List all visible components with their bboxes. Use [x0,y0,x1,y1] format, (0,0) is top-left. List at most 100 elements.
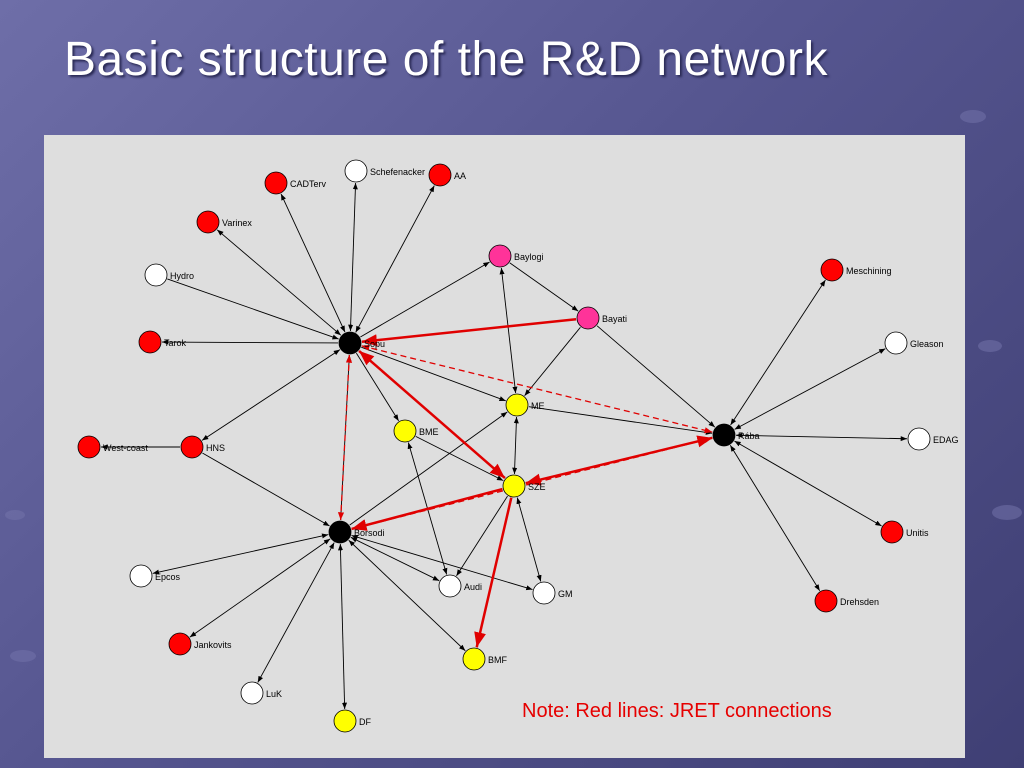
node-jankovits: Jankovits [168,632,232,656]
node-westcoast: West-coast [77,435,148,459]
node-jankovits-circle [168,632,192,656]
node-sze-label: SZE [528,482,546,492]
node-aa-label: AA [454,171,466,181]
node-aa-circle [428,163,452,187]
node-hydro: Hydro [144,263,194,287]
node-edag-circle [907,427,931,451]
node-gleason-circle [884,331,908,355]
jret-note: Note: Red lines: JRET connections [522,700,832,722]
node-baylogi-circle [488,244,512,268]
node-varinex: Varinex [196,210,252,234]
edge-bme-sze [415,436,504,481]
node-cadterv: CADTerv [264,171,327,195]
edge-sopu-borsodi [337,354,353,521]
edge-sopu-hns [201,349,341,441]
edge-sopu-raba [361,344,713,434]
node-jankovits-label: Jankovits [194,640,232,650]
node-bme-circle [393,419,417,443]
edge-borsodi-epcos [152,533,329,575]
edge-sopu-sze [358,349,506,480]
node-unitis: Unitis [880,520,929,544]
node-df: DF [333,709,371,733]
node-baylogi: Baylogi [488,244,544,268]
edge-sopu-bayati [361,318,577,347]
node-meschining-label: Meschining [846,266,892,276]
decorative-dot [978,340,1002,352]
decorative-dot [992,505,1022,520]
node-luk: LuK [240,681,282,705]
edge-sze-bmf [474,497,513,648]
node-baylogi-label: Baylogi [514,252,544,262]
node-bmf-circle [462,647,486,671]
node-bayati-label: Bayati [602,314,627,324]
node-gleason-label: Gleason [910,339,944,349]
edge-raba-gleason [734,348,886,430]
node-unitis-label: Unitis [906,528,929,538]
node-edag-label: EDAG [933,435,959,445]
node-epcos-label: Epcos [155,572,181,582]
edge-sopu-tarok [161,339,339,345]
node-meschining: Meschining [820,258,892,282]
edge-baylogi-me [499,267,518,394]
node-audi-circle [438,574,462,598]
node-cadterv-label: CADTerv [290,179,327,189]
decorative-dot [10,650,36,662]
node-bayati-circle [576,306,600,330]
node-tarok-label: Tarok [164,338,187,348]
edge-me-sze [512,416,519,475]
node-luk-circle [240,681,264,705]
node-tarok: Tarok [138,330,187,354]
node-gleason: Gleason [884,331,944,355]
node-meschining-circle [820,258,844,282]
node-schefenacker-label: Schefenacker [370,167,425,177]
node-bayati: Bayati [576,306,627,330]
node-borsodi: Borsodi [328,520,385,544]
edge-raba-meschining [730,279,826,426]
node-bmf: BMF [462,647,508,671]
node-schefenacker: Schefenacker [344,159,425,183]
edge-sze-gm [516,497,542,582]
node-borsodi-label: Borsodi [354,528,385,538]
node-unitis-circle [880,520,904,544]
node-sopu-label: Sopu [364,339,385,349]
node-bme: BME [393,419,439,443]
edge-bayati-raba [596,325,716,428]
node-hydro-circle [144,263,168,287]
node-hns: HNS [180,435,225,459]
node-sze-circle [502,474,526,498]
edge-borsodi-luk [257,542,335,683]
edge-varinex-sopu [216,229,342,336]
edges-layer [101,182,908,710]
node-edag: EDAG [907,427,959,451]
node-me: ME [505,393,545,417]
edge-hns-borsodi [202,452,330,527]
node-drehsden-circle [814,589,838,613]
node-epcos-circle [129,564,153,588]
node-drehsden-label: Drehsden [840,597,879,607]
node-varinex-circle [196,210,220,234]
node-bmf-label: BMF [488,655,508,665]
edge-baylogi-bayati [509,262,579,312]
edge-bayati-me [524,327,581,396]
node-raba-circle [712,423,736,447]
node-tarok-circle [138,330,162,354]
node-raba-label: Rába [738,431,760,441]
node-schefenacker-circle [344,159,368,183]
node-borsodi-circle [328,520,352,544]
edge-raba-unitis [734,440,882,527]
edge-raba-edag [735,432,908,442]
node-raba: Rába [712,423,760,447]
node-gm-circle [532,581,556,605]
edge-sopu-baylogi [360,261,490,338]
node-epcos: Epcos [129,564,181,588]
node-drehsden: Drehsden [814,589,879,613]
node-hns-label: HNS [206,443,225,453]
edge-sopu-bme [355,352,400,422]
node-cadterv-circle [264,171,288,195]
edge-hydro-sopu [167,278,339,340]
node-me-circle [505,393,529,417]
node-sopu: Sopu [338,331,385,355]
